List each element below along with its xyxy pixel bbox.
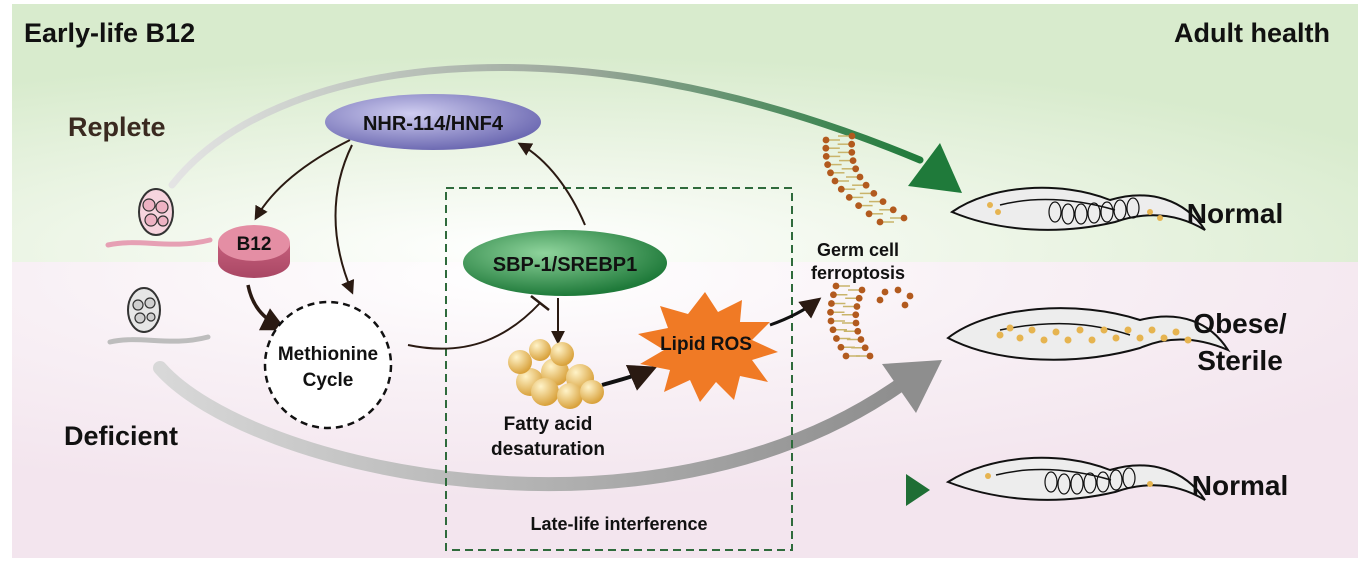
nhr-to-methionine-arrow xyxy=(334,144,355,295)
outcome-obese-line1: Obese/ xyxy=(1193,308,1287,339)
inhibition-bar xyxy=(530,295,550,311)
methionine-cycle-node xyxy=(263,300,393,430)
worm-obese-icon xyxy=(946,307,1231,361)
lipid-droplets-icon xyxy=(508,339,604,409)
replete-embryo-icon xyxy=(138,188,174,236)
replete-outcome-arrow xyxy=(168,63,924,189)
deficient-obese-arrow xyxy=(153,361,907,491)
methionine-inhibits-sbp-line xyxy=(407,302,541,350)
early-life-b12-label: Early-life B12 xyxy=(24,18,195,48)
lipid-ros-burst xyxy=(638,292,778,402)
ferroptosis-label-line2: ferroptosis xyxy=(811,263,905,283)
membrane-bottom-icon xyxy=(827,282,914,360)
membrane-top-icon xyxy=(822,132,908,226)
ferroptosis-label-line1: Germ cell xyxy=(817,240,899,260)
fatty-acid-label-line2: desaturation xyxy=(491,439,605,460)
replete-panel xyxy=(12,4,1358,262)
deficient-obese-arrowhead xyxy=(882,360,942,413)
sbp-1-label: SBP-1/SREBP1 xyxy=(493,254,638,276)
lipid-ros-label: Lipid ROS xyxy=(660,334,752,355)
adult-health-label: Adult health xyxy=(1174,18,1330,48)
methionine-label-line2: Cycle xyxy=(303,370,354,391)
sbp-to-nhr-arrow xyxy=(517,142,586,226)
sbp-1-node xyxy=(463,230,667,296)
b12-node xyxy=(218,225,290,278)
methionine-label-line1: Methionine xyxy=(278,344,378,365)
replete-label: Replete xyxy=(68,112,166,142)
fatty-acid-label-line1: Fatty acid xyxy=(504,414,593,435)
ros-to-ferroptosis-arrow xyxy=(769,297,822,327)
outcome-normal-bottom: Normal xyxy=(1192,470,1288,501)
deficient-panel xyxy=(12,262,1358,558)
deficient-label: Deficient xyxy=(64,421,178,451)
worm-normal-top-icon xyxy=(949,186,1206,231)
late-life-interference-label: Late-life interference xyxy=(530,514,707,534)
replete-larva-icon xyxy=(105,237,213,248)
b12-label: B12 xyxy=(237,234,272,255)
fatty-acid-to-ros-arrow xyxy=(601,364,658,391)
deficient-larva-icon xyxy=(107,334,211,345)
outcome-normal-top: Normal xyxy=(1187,198,1283,229)
worm-normal-bottom-icon xyxy=(945,456,1206,501)
late-life-normal-arrowhead xyxy=(906,474,930,506)
b12-to-methionine-arrow xyxy=(246,284,287,331)
late-life-interference-box xyxy=(445,187,793,551)
replete-outcome-arrowhead xyxy=(908,143,962,193)
nhr-114-label: NHR-114/HNF4 xyxy=(363,113,504,135)
deficient-embryo-icon xyxy=(127,287,161,333)
nhr-114-node xyxy=(325,94,541,150)
nhr-to-b12-arrow xyxy=(254,139,351,221)
outcome-obese-line2: Sterile xyxy=(1197,345,1283,376)
